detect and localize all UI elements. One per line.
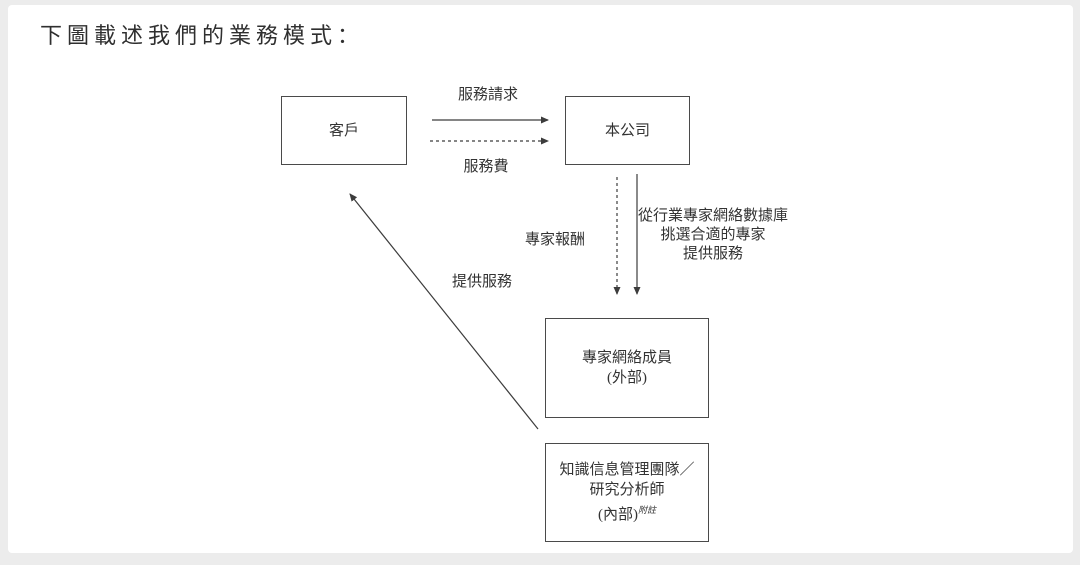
customer-box-label: 客戶 [328,122,359,139]
knowledge-team-box-line1: 知識信息管理團隊／ [559,462,695,478]
knowledge-team-box-line3: (內部)附註 [598,500,656,525]
select-experts-label-line2: 挑選合適的專家 [660,227,766,243]
select-experts-label-line3: 提供服務 [682,246,743,262]
provide-services-label: 提供服務 [451,274,512,290]
knowledge-team-box-line2: 研究分析師 [589,482,665,498]
select-experts-label-line1: 從行業專家網絡數據庫 [637,208,788,224]
expert-network-box-line2: (外部) [607,370,647,386]
expert-compensation-label: 專家報酬 [524,232,585,248]
diagram-title: 下圖載述我們的業務模式： [40,23,365,48]
knowledge-team-box: 知識信息管理團隊／ 研究分析師 (內部)附註 [545,443,709,542]
document-page [8,5,1073,553]
knowledge-team-box-line3-text: (內部) [597,507,638,523]
provide-services-arrow [349,193,539,430]
service-fee-label: 服務費 [463,159,509,175]
select-experts-label: 從行業專家網絡數據庫 挑選合適的專家 提供服務 [613,207,813,264]
expert-network-box-line1: 專家網絡成員 [581,350,672,366]
company-box-label: 本公司 [604,122,650,139]
service-request-label: 服務請求 [457,87,518,103]
expert-network-box: 專家網絡成員 (外部) [545,318,709,418]
company-box: 本公司 [565,96,690,165]
footnote-superscript: 附註 [637,505,656,515]
customer-box: 客戶 [281,96,407,165]
